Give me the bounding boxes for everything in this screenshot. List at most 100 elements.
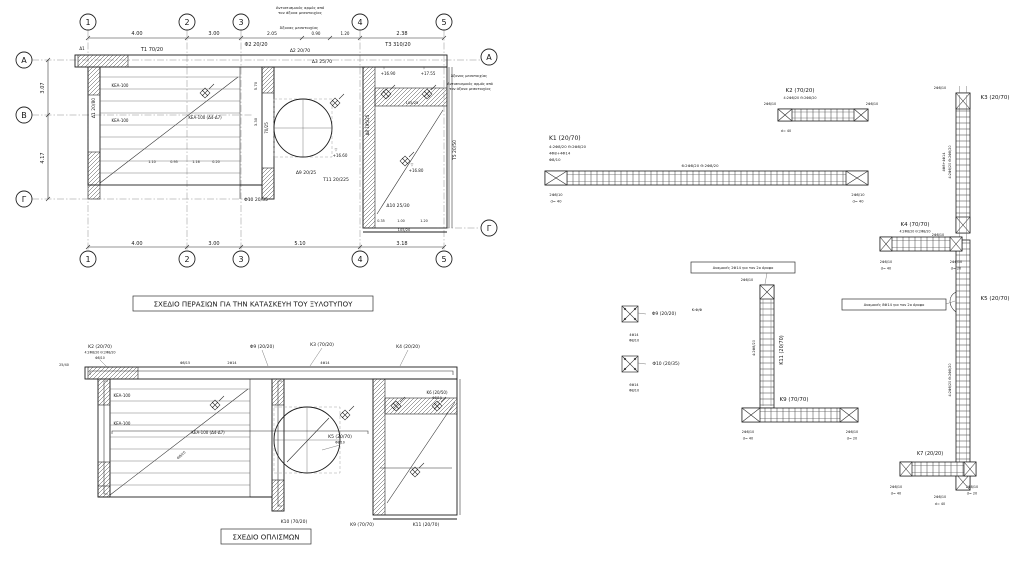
reinforcement-title: ΣΧΕΔΙΟ ΟΠΛΙΣΜΩΝ [233, 534, 300, 542]
drawing-label: Φ8/10 [95, 356, 105, 360]
drawing-label: 4:2Φ8/20 Θ:2Φ8/20 [783, 96, 816, 100]
drawing-label: 2Φ8/10 [866, 102, 878, 106]
drawing-label: 4:2Φ8/20 Θ:2Φ8/20 [948, 145, 952, 178]
drawing-label: Κ9 (70/70) [350, 522, 374, 528]
drawing-label: d= 40 [891, 492, 901, 496]
drawing-label: 1.10 [148, 160, 156, 164]
drawing-label: Άξονας μεσοτοιχίας [451, 74, 487, 78]
drawing-label: 1.20 [420, 219, 428, 223]
drawing-label: 3 [238, 255, 243, 264]
drawing-label: τον άξονα μεσοτοιχίας [278, 10, 322, 15]
drawing-label: d= 20 [951, 267, 961, 271]
drawing-label: τον άξονα μεσοτοιχίας [449, 87, 491, 91]
member-details-panel [544, 86, 977, 491]
drawing-label: Κ7 (20/20) [917, 451, 943, 457]
drawing-label: 2Φ8/10 [932, 233, 944, 237]
column-marker [329, 93, 345, 109]
column-marker [199, 83, 215, 99]
drawing-label: 4.17 [40, 152, 46, 163]
grid-bubble [435, 13, 453, 31]
drawing-label: 105/25 [406, 101, 419, 105]
drawing-label: ΚΕΑ-100 [114, 421, 131, 426]
drawing-label: 2Φ8/10 [742, 430, 754, 434]
drawing-label: 4Φ14 [320, 361, 329, 365]
drawing-label: 2Φ8/10 [764, 102, 776, 106]
drawing-label: +16.80 [409, 168, 424, 173]
drawing-label: Κ6 (20/50) [426, 390, 448, 395]
drawing-label: 3.00 [208, 31, 219, 37]
drawing-label: Δ9 20/25 [296, 170, 316, 176]
drawing-label: 2 [184, 255, 189, 264]
drawing-label: 2Φ8/10 [950, 260, 962, 264]
drawing-label: Δ1 20/80 [91, 98, 97, 118]
grid-bubble [178, 250, 196, 268]
column-marker [390, 396, 406, 412]
drawing-label: Δ1 [79, 46, 85, 51]
drawing-label: d= 40 [852, 200, 864, 204]
drawing-label: ▽ [383, 66, 386, 70]
drawing-label: Α [486, 53, 492, 62]
drawing-label: 0.35 [377, 219, 385, 223]
drawing-label: ΚΕΑ-100 [112, 118, 129, 123]
drawing-label: 2.38 [396, 31, 407, 37]
reinforcement-title-box: ΣΧΕΔΙΟ ΟΠΛΙΣΜΩΝ [220, 528, 312, 545]
drawing-label: Τ11 20/225 [322, 177, 349, 183]
drawing-label: Φ9 (20/20) [250, 344, 275, 350]
drawing-label: 4.00 [131, 241, 142, 247]
column-marker [380, 84, 396, 100]
drawing-label: 5 [441, 255, 446, 264]
drawing-label: ΚΕΑ-100 (Δ4-Δ7) [188, 115, 222, 120]
drawing-label: Φ8/10 [629, 339, 639, 343]
drawing-label: Αναμονές 2Φ14 για τον 2ο όροφο [713, 266, 774, 270]
column-marker [409, 462, 425, 478]
drawing-label: Κ4 (20/20) [396, 344, 420, 350]
formwork-title-box: ΣΧΕΔΙΟ ΠΕΡΑΣΙΩΝ ΓΙΑ ΤΗΝ ΚΑΤΑΣΚΕΥΗ ΤΟΥ ΞΥ… [132, 295, 374, 312]
drawing-label: ▽ [411, 163, 414, 167]
drawing-label: ΚΕΑ-100 (Δ4-Δ7) [191, 430, 225, 435]
drawing-label: Δ8 195/25 [365, 114, 370, 135]
drawing-label: Δ10 25/30 [386, 203, 409, 209]
drawing-label: 25/40 [59, 363, 69, 367]
drawing-label: Κ11 (20/70) [779, 335, 785, 365]
drawing-label: 4:2Φ8/20 Θ:2Φ8/20 [948, 363, 952, 396]
drawing-label: Άξονας μεσοτοιχίας [280, 25, 318, 30]
drawing-label: d= 40 [935, 502, 945, 506]
column-marker [431, 396, 447, 412]
drawing-label: ▽ [423, 66, 426, 70]
drawing-label: 4 [357, 255, 362, 264]
drawing-label: 2Φ8/10 [966, 485, 978, 489]
grid-bubble [351, 250, 369, 268]
drawing-label: Φ8/15 [180, 361, 190, 365]
drawing-label: 2Φ8/10 [890, 485, 902, 489]
drawing-label: 1 [85, 255, 90, 264]
drawing-label: Κ4 (70/70) [901, 222, 930, 228]
drawing-label: Κ2 (70/20) [786, 88, 815, 94]
drawing-label: Φ8/10 [629, 389, 639, 393]
details-labels: Κ1 (20/70)4:2Φ8/20 Θ:2Φ8/204Φ8+4Φ14Φ8/10… [549, 86, 1010, 506]
drawing-label: d= 40 [550, 200, 562, 204]
drawing-label: Αναμονές 8Φ14 για τον 2ο όροφο [864, 303, 925, 307]
drawing-label: 2 [184, 18, 189, 27]
drawing-label: 2Φ8/10 [851, 193, 865, 197]
drawing-label: Κ:Φ/Φ [692, 308, 703, 312]
drawing-label: 5.70 [253, 81, 258, 90]
drawing-label: Κ2 (20/70) [88, 344, 112, 350]
column-marker [209, 395, 225, 411]
drawing-label: 1.20 [341, 31, 350, 36]
drawing-label: 3.00 [208, 241, 219, 247]
drawing-label: Δ2 20/70 [290, 48, 310, 54]
drawing-label: 3.07 [40, 82, 46, 93]
drawing-label: 2Φ8/10 [549, 193, 563, 197]
grid-bubble [232, 13, 250, 31]
drawing-label: Α [21, 56, 27, 65]
drawing-label: ΚΕΑ-100 [112, 83, 129, 88]
drawing-label: 4:2Φ8/20 Θ:2Φ8/20 [549, 144, 587, 149]
drawing-label: 6Φ14 [629, 383, 638, 387]
drawing-label: 3 [238, 18, 243, 27]
grid-bubble [79, 13, 97, 31]
drawing-label: Γ [22, 195, 27, 204]
grid-bubble [15, 190, 33, 208]
drawing-label: Φ10 (20/35) [652, 361, 679, 367]
